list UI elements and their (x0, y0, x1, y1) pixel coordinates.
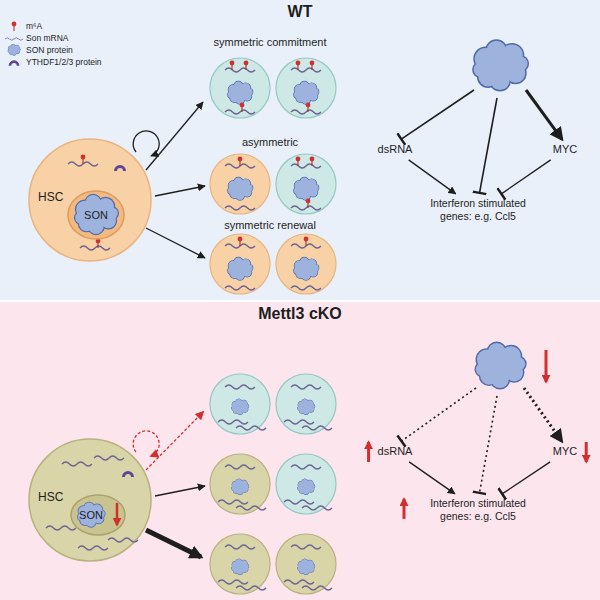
decrease-arrow (545, 350, 548, 382)
panel-title: Mettl3 cKO (0, 305, 600, 323)
illustration-part (114, 165, 126, 171)
illustration-part (133, 431, 159, 456)
illustration-part (12, 22, 17, 31)
cell-body (29, 439, 151, 561)
son-regulation-line (401, 90, 474, 139)
inhibition-connector (501, 160, 550, 194)
illustration-part (210, 154, 270, 214)
illustration-part (276, 154, 336, 214)
illustration-part (78, 502, 105, 527)
cell-body (68, 191, 124, 239)
wt-panel-ground (0, 0, 600, 300)
gene-set-label: Interferon stimulated genes: e.g. Ccl5 (413, 197, 543, 223)
illustration-part (46, 526, 76, 530)
illustration-part (96, 239, 101, 248)
illustration-part (276, 454, 336, 514)
illustration-part (276, 534, 336, 594)
illustration-part (276, 374, 336, 434)
cell-contents (46, 456, 138, 550)
illustration-part (210, 234, 270, 294)
illustration-part (122, 471, 134, 477)
illustration-part (9, 60, 20, 65)
legend-text: SON protein (26, 44, 102, 56)
illustration-part (62, 462, 92, 466)
illustration-part (210, 58, 270, 118)
son-protein-reduced (476, 343, 526, 388)
legend-samples (5, 22, 23, 66)
cko-daughter-cells (210, 374, 336, 594)
hsc-cell: SON HSC (28, 138, 152, 262)
increase-arrow (403, 499, 406, 519)
molecule-label: MYC (553, 143, 577, 157)
illustration-part (210, 454, 270, 514)
cell-label: SON (84, 209, 108, 222)
illustration-part (80, 246, 110, 250)
illustration-part (94, 456, 124, 460)
molecule-label: MYC (553, 143, 577, 157)
illustration-part (116, 503, 119, 525)
legend-text: m⁶A (26, 20, 102, 32)
illustration-part (210, 374, 270, 434)
molecule-label: dsRNA (378, 143, 413, 157)
nucleus: SON (70, 494, 126, 536)
cell-contents (75, 195, 118, 234)
panel-title: WT (0, 3, 600, 21)
hsc-cell: SON HSC (28, 438, 152, 562)
gene-set-label: Interferon stimulated genes: e.g. Ccl5 (413, 197, 543, 223)
son-regulation-line (524, 388, 562, 441)
illustration-part (81, 155, 86, 164)
decrease-arrow (585, 442, 588, 462)
activation-connector (409, 462, 455, 494)
illustration-part (108, 538, 138, 542)
illustration-part (276, 58, 336, 118)
illustration-part (276, 234, 336, 294)
cell-label: SON (79, 509, 103, 522)
illustration-part (75, 195, 118, 234)
illustration-part (5, 38, 23, 40)
molecule-label: MYC (553, 445, 577, 459)
molecule-label: dsRNA (378, 445, 413, 459)
cell-body (29, 139, 151, 261)
legend-text: YTHDF1/2/3 protein (26, 56, 102, 68)
activation-connector (409, 160, 456, 194)
cko-panel-ground (0, 302, 600, 600)
cell-contents (68, 155, 126, 250)
increase-arrow (367, 442, 370, 462)
wt-daughter-cells (210, 58, 336, 294)
illustration-part (155, 486, 205, 496)
nucleus: SON (67, 190, 125, 240)
illustration-part (133, 131, 159, 156)
molecule-label: MYC (553, 445, 577, 459)
cell-contents (78, 502, 117, 527)
cko-panel: SON HSC dsRNA MYC Interferon stimulated gene… (0, 302, 600, 600)
illustration-part (155, 186, 205, 196)
illustration-part (210, 534, 270, 594)
cell-body (71, 495, 125, 535)
fate-label: symmetric commitment (213, 36, 326, 49)
fate-label: asymmetric (242, 136, 298, 149)
inhibition-connector (502, 462, 550, 494)
molecule-label: dsRNA (378, 143, 413, 157)
illustration-part (146, 102, 203, 170)
son-regulation-line (480, 396, 497, 493)
son-regulation-line (480, 98, 497, 193)
legend: m⁶ASon mRNASON proteinYTHDF1/2/3 protein (26, 20, 102, 68)
gene-set-label: Interferon stimulated genes: e.g. Ccl5 (413, 497, 543, 523)
gene-set-label: Interferon stimulated genes: e.g. Ccl5 (413, 497, 543, 523)
illustration-part (146, 412, 203, 470)
son-regulation-line (401, 388, 476, 441)
fate-label: symmetric renewal (224, 219, 316, 232)
cell-label: HSC (38, 490, 63, 504)
illustration-part (8, 44, 20, 55)
son-regulation-line (526, 90, 562, 139)
son-protein (474, 41, 528, 90)
illustration-part (146, 530, 201, 557)
cell-label: HSC (38, 190, 63, 204)
legend-text: Son mRNA (26, 32, 102, 44)
molecule-label: dsRNA (378, 445, 413, 459)
illustration-part (146, 228, 205, 258)
illustration-part (78, 546, 108, 550)
